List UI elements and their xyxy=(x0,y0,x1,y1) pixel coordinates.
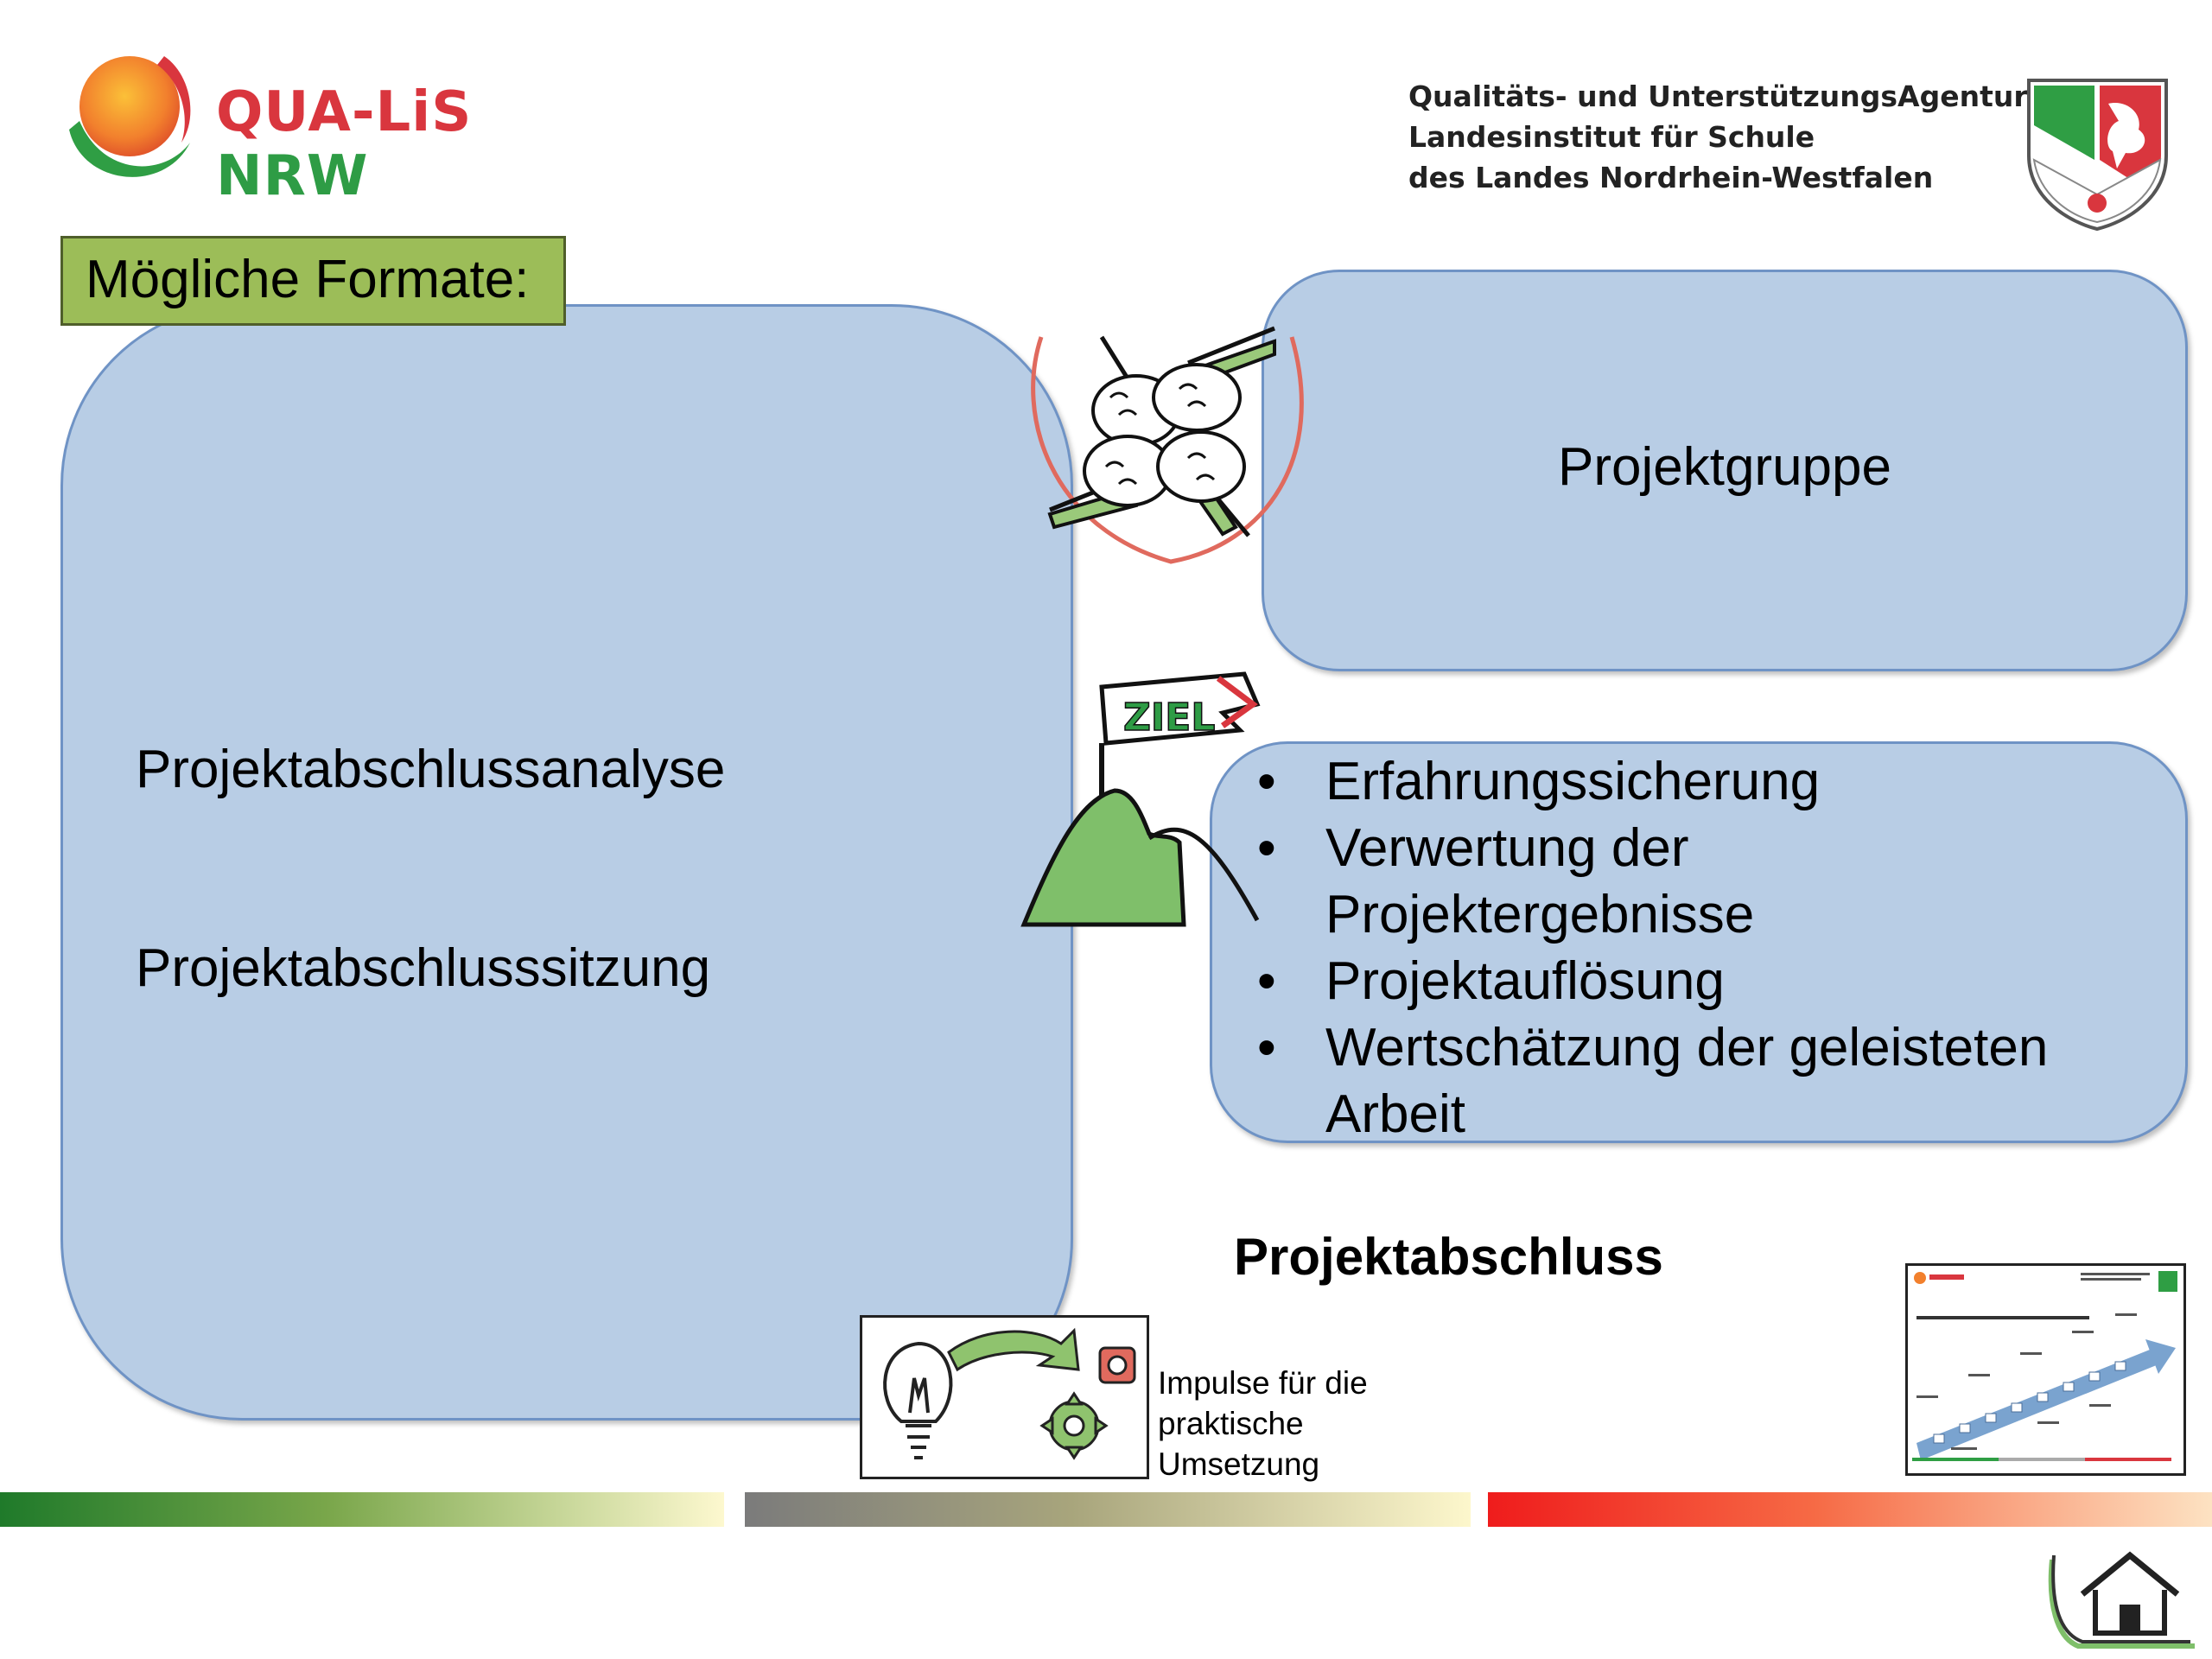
impulse-link-text[interactable]: Impulse für die praktische Umsetzung xyxy=(1158,1365,1368,1482)
project-group-title: Projektgruppe xyxy=(1557,437,1892,497)
format-item: Projektabschlussanalyse xyxy=(136,740,726,799)
impulse-illustration[interactable] xyxy=(860,1315,1149,1479)
qualis-logo-icon xyxy=(69,56,191,177)
agency-line: des Landes Nordrhein-Westfalen xyxy=(1408,161,1934,194)
list-item: • Verwertung der Projektergebnisse xyxy=(1257,815,2048,948)
hands-teamwork-icon xyxy=(1015,311,1326,570)
formats-panel: Projektabschlussanalyse Projektabschluss… xyxy=(60,304,1073,1421)
agency-name: Qualitäts- und UnterstützungsAgentur – L… xyxy=(1408,76,2052,206)
footer-stripe-grey xyxy=(745,1492,1471,1527)
bullet-icon: • xyxy=(1257,951,1276,1011)
flag-label: ZIEL xyxy=(1123,696,1215,740)
agency-line: Qualitäts- und UnterstützungsAgentur – xyxy=(1408,79,2052,113)
agency-line: Landesinstitut für Schule xyxy=(1408,120,1815,154)
home-icon xyxy=(2048,1551,2195,1649)
list-item: • Erfahrungssicherung xyxy=(1257,748,2048,815)
project-group-panel: Projektgruppe xyxy=(1262,270,2188,671)
list-item: • Projektauflösung xyxy=(1257,948,2048,1014)
formats-label: Mögliche Formate: xyxy=(60,236,566,326)
bullet-icon: • xyxy=(1257,1018,1276,1077)
list-item: • Wertschätzung der geleisteten Arbeit xyxy=(1257,1014,2048,1147)
format-item: Projektabschlusssitzung xyxy=(136,938,711,998)
mountain-goal-flag-icon: ZIEL xyxy=(1020,661,1270,938)
closure-tasks-panel: • Erfahrungssicherung • Verwertung der P… xyxy=(1210,741,2188,1144)
closure-task-list: • Erfahrungssicherung • Verwertung der P… xyxy=(1257,748,2048,1147)
idea-gears-icon xyxy=(883,1327,1136,1460)
nrw-crest-icon xyxy=(2022,73,2173,233)
process-thumbnail[interactable] xyxy=(1905,1263,2186,1476)
logo-wordmark: QUA-LiS NRW xyxy=(216,80,473,208)
footer-stripe-red xyxy=(1488,1492,2212,1527)
section-title: Projektabschluss xyxy=(1234,1228,1663,1286)
bullet-icon: • xyxy=(1257,818,1276,878)
home-button[interactable] xyxy=(2044,1534,2208,1655)
bullet-icon: • xyxy=(1257,752,1276,811)
footer-stripe-green xyxy=(0,1492,724,1527)
qualis-logo: QUA-LiS NRW xyxy=(60,48,579,208)
